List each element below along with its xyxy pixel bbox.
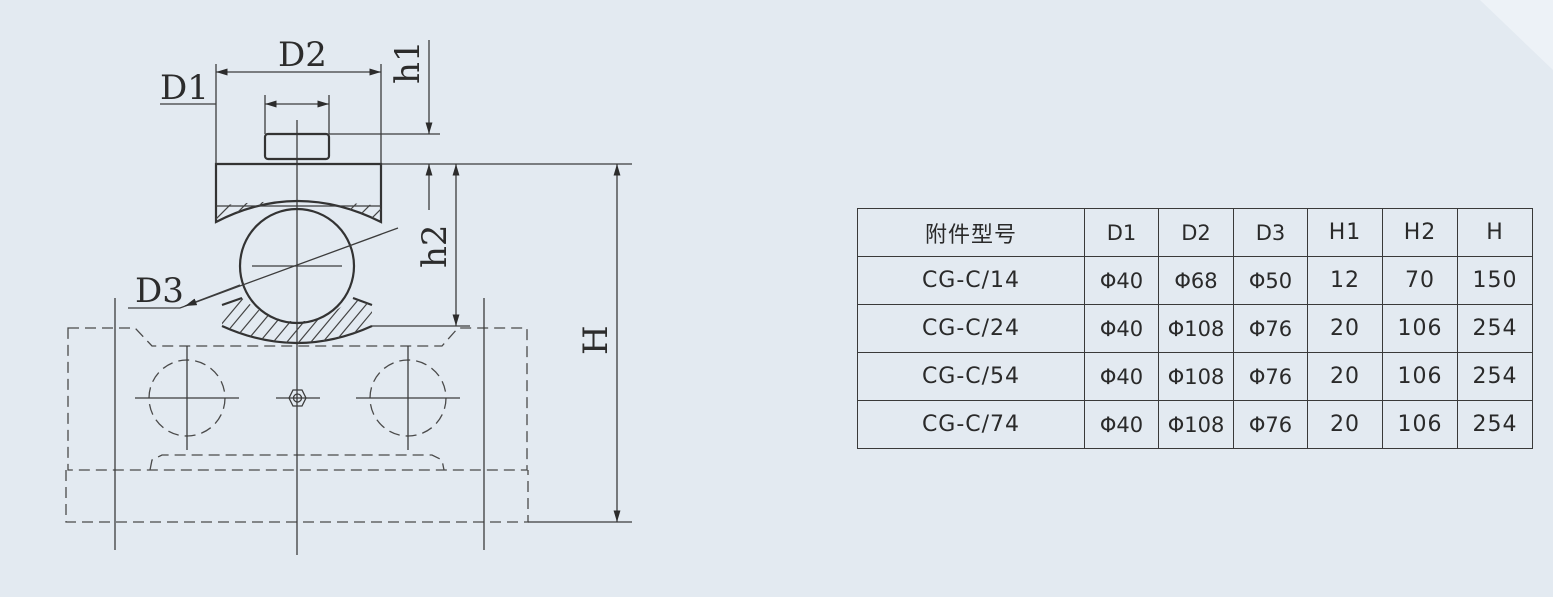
hex-nut	[276, 389, 320, 407]
cell-h2: 106	[1382, 400, 1458, 449]
cell-d2: Φ108	[1158, 304, 1234, 353]
label-d3: D3	[135, 271, 184, 311]
cell-model: CG-C/74	[857, 400, 1085, 449]
cell-h: 254	[1457, 352, 1533, 401]
table-row: CG-C/14 Φ40 Φ68 Φ50 12 70 150	[857, 256, 1533, 305]
label-h2: h2	[415, 224, 455, 268]
cell-h1: 20	[1307, 352, 1383, 401]
label-h: H	[576, 325, 616, 355]
table-row: CG-C/54 Φ40 Φ108 Φ76 20 106 254	[857, 352, 1533, 401]
cell-d3: Φ76	[1233, 304, 1308, 353]
cell-d3: Φ76	[1233, 352, 1308, 401]
extension-lines	[160, 64, 632, 523]
header-h1: H1	[1307, 208, 1383, 257]
cell-h1: 20	[1307, 304, 1383, 353]
technical-drawing: D1 D2 D3 h1 h2 H	[65, 35, 632, 555]
table-header-row: 附件型号 D1 D2 D3 H1 H2 H	[857, 208, 1533, 257]
label-d1: D1	[160, 68, 209, 108]
cell-h2: 106	[1382, 304, 1458, 353]
cell-h1: 20	[1307, 400, 1383, 449]
cell-d1: Φ40	[1084, 400, 1159, 449]
cell-d2: Φ68	[1158, 256, 1234, 305]
label-d2: D2	[278, 35, 327, 75]
header-d3: D3	[1233, 208, 1308, 257]
cell-model: CG-C/14	[857, 256, 1085, 305]
header-d1: D1	[1084, 208, 1159, 257]
cell-h1: 12	[1307, 256, 1383, 305]
header-model: 附件型号	[857, 208, 1085, 257]
cell-model: CG-C/54	[857, 352, 1085, 401]
dimension-arrows	[128, 40, 621, 522]
cell-h: 254	[1457, 400, 1533, 449]
cell-d3: Φ76	[1233, 400, 1308, 449]
cell-model: CG-C/24	[857, 304, 1085, 353]
header-h2: H2	[1382, 208, 1458, 257]
spec-table: 附件型号 D1 D2 D3 H1 H2 H CG-C/14 Φ40 Φ68 Φ5…	[857, 208, 1533, 449]
cell-d3: Φ50	[1233, 256, 1308, 305]
table-row: CG-C/74 Φ40 Φ108 Φ76 20 106 254	[857, 400, 1533, 449]
cell-h: 254	[1457, 304, 1533, 353]
ball	[238, 207, 356, 325]
cell-d2: Φ108	[1158, 352, 1234, 401]
cell-h: 150	[1457, 256, 1533, 305]
top-cap	[214, 132, 383, 224]
label-h1: h1	[388, 40, 428, 84]
header-h: H	[1457, 208, 1533, 257]
cell-d1: Φ40	[1084, 256, 1159, 305]
cell-d1: Φ40	[1084, 352, 1159, 401]
header-d2: D2	[1158, 208, 1234, 257]
cell-d1: Φ40	[1084, 304, 1159, 353]
cell-d2: Φ108	[1158, 400, 1234, 449]
table-row: CG-C/24 Φ40 Φ108 Φ76 20 106 254	[857, 304, 1533, 353]
cell-h2: 70	[1382, 256, 1458, 305]
cell-h2: 106	[1382, 352, 1458, 401]
